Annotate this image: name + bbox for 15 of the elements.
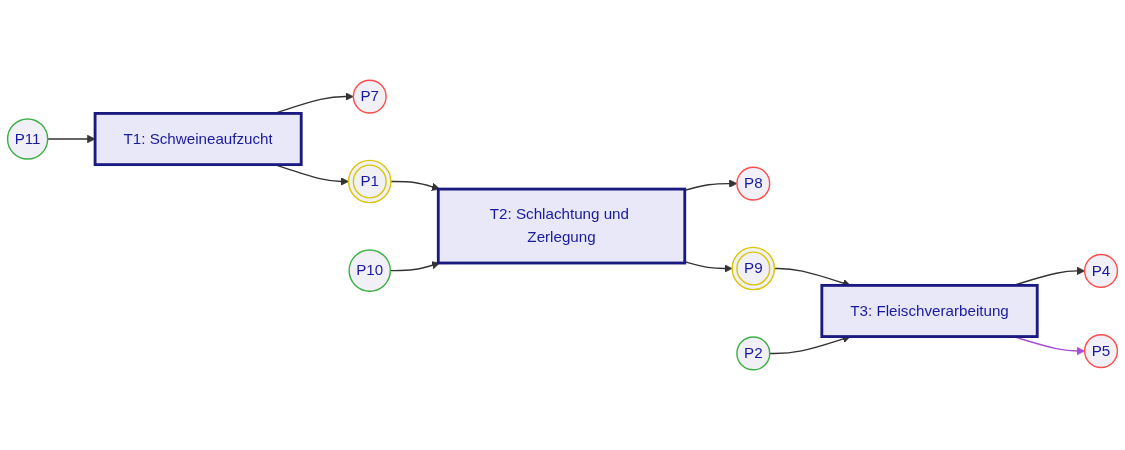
node-circle: P11: [6, 118, 49, 160]
node-circle: P9: [731, 246, 776, 291]
arrow: [684, 260, 733, 273]
arrow: [390, 180, 440, 191]
node-circle: P8: [736, 166, 771, 201]
node-circle: P7: [352, 79, 387, 114]
node-circle: P1: [347, 159, 392, 204]
arrow: [684, 179, 738, 192]
node-box: T2: Schlachtung und Zerlegung: [436, 187, 687, 265]
node-circle: P2: [736, 336, 771, 371]
node-circle: P4: [1083, 253, 1119, 288]
node-box: T1: Schweineaufzucht: [93, 112, 303, 167]
node-box: T3: Fleischverarbeitung: [820, 283, 1039, 338]
node-circle: P5: [1083, 333, 1119, 369]
node-circle: P10: [348, 249, 392, 292]
